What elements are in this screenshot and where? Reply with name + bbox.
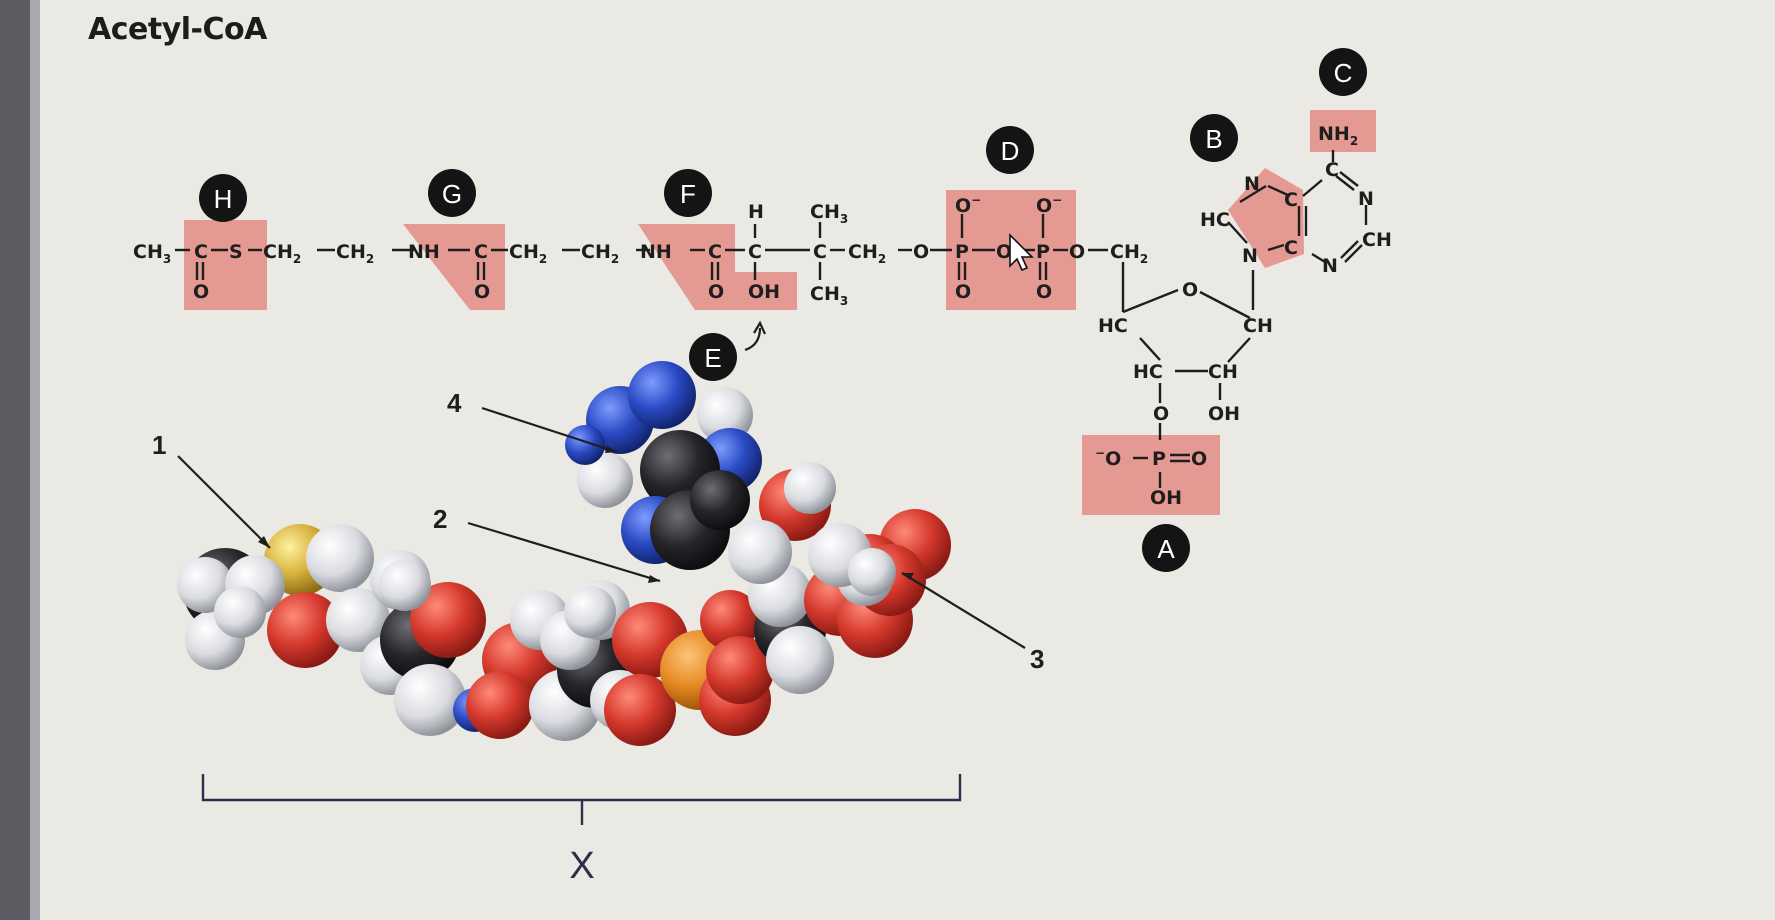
label-b: B xyxy=(1190,114,1238,162)
atom-ch2-c: CH2 xyxy=(509,241,547,266)
atom-s: S xyxy=(229,241,243,263)
atom-oh-a: OH xyxy=(1150,487,1182,509)
atom-hc-c3: HC xyxy=(1133,361,1163,383)
number-2: 2 xyxy=(433,504,447,534)
atom-o-bridge: O xyxy=(996,241,1012,263)
label-c: C xyxy=(1319,48,1367,96)
atom-ch-c1: CH xyxy=(1243,315,1273,337)
atom-c5: C xyxy=(1284,189,1298,211)
diagram-title: Acetyl-CoA xyxy=(88,12,267,47)
model-numbers: 1 2 3 4 xyxy=(152,388,1044,674)
formula-atoms: CH3 C S CH2 CH2 NH C CH2 CH2 NH C C C CH… xyxy=(133,123,1392,509)
atom-o-amide-g: O xyxy=(474,281,490,303)
atom-ch2-e: CH2 xyxy=(848,241,886,266)
svg-text:D: D xyxy=(1001,136,1020,166)
highlight-amide-g xyxy=(403,224,505,310)
bracket xyxy=(201,774,962,802)
atom-h-chiral: H xyxy=(748,201,764,223)
atom-hc-c4: HC xyxy=(1098,315,1128,337)
bracket-label-x: X xyxy=(569,845,594,887)
atom-c-chiral: C xyxy=(748,241,762,263)
atom-n9: N xyxy=(1242,245,1258,267)
atom-ch3-acetyl: CH3 xyxy=(133,241,171,266)
atom-nh-g: NH xyxy=(408,241,440,263)
atom-o-minus-2: O− xyxy=(1036,193,1062,217)
atom-o-a-double: O xyxy=(1191,448,1207,470)
svg-text:B: B xyxy=(1205,124,1222,154)
label-e: E xyxy=(689,333,737,381)
svg-text:G: G xyxy=(442,179,462,209)
atom-o-thioester: O xyxy=(193,281,209,303)
space-filling-model xyxy=(177,361,951,746)
atom-ch-c2-adenine: CH xyxy=(1362,229,1392,251)
atom-o-ribose-link: O xyxy=(1069,241,1085,263)
atom-oh-e: OH xyxy=(748,281,780,303)
atom-o-minus-1: O− xyxy=(955,193,981,217)
svg-text:F: F xyxy=(680,179,696,209)
highlight-phosphate-a xyxy=(1082,435,1220,515)
atom-oh-c2: OH xyxy=(1208,403,1240,425)
highlight-hydroxyl-e xyxy=(735,272,797,310)
pointer-2 xyxy=(467,521,661,583)
svg-text:A: A xyxy=(1157,534,1175,564)
atom-c4: C xyxy=(1284,237,1298,259)
atom-n1: N xyxy=(1358,188,1374,210)
atom-p1: P xyxy=(955,241,969,263)
atom-c-amide-g: C xyxy=(474,241,488,263)
atom-c-amide-f: C xyxy=(708,241,722,263)
mouse-cursor-icon xyxy=(1009,233,1034,272)
atom-ch2-a: CH2 xyxy=(263,241,301,266)
atom-n7: N xyxy=(1244,173,1260,195)
atom-nh2: NH2 xyxy=(1318,123,1358,148)
bond-lines xyxy=(175,150,1368,488)
atom-ch-c2: CH xyxy=(1208,361,1238,383)
atom-o-p1-double: O xyxy=(955,281,971,303)
atom-o-c3: O xyxy=(1153,403,1169,425)
atom-o-amide-f: O xyxy=(708,281,724,303)
atom-o-minus-a: −O xyxy=(1095,446,1121,470)
number-4: 4 xyxy=(447,388,462,418)
atom-n3: N xyxy=(1322,255,1338,277)
atom-o-ester: O xyxy=(913,241,929,263)
label-f: F xyxy=(664,169,712,217)
atom-p-a: P xyxy=(1152,448,1166,470)
atom-ch3-top: CH3 xyxy=(810,201,848,226)
pointer-1 xyxy=(177,455,271,549)
atom-c-quaternary: C xyxy=(813,241,827,263)
atom-ch3-bottom: CH3 xyxy=(810,283,848,308)
atom-c6: C xyxy=(1325,159,1339,181)
model-pointers xyxy=(177,406,1026,649)
arrow-e-head xyxy=(753,320,767,335)
pointer-4 xyxy=(481,406,618,454)
label-h: H xyxy=(199,174,247,222)
atom-p2: P xyxy=(1036,241,1050,263)
svg-text:C: C xyxy=(1334,58,1353,88)
highlight-amine-c xyxy=(1310,110,1376,152)
arrow-e xyxy=(744,327,762,352)
screen-edge xyxy=(0,0,30,920)
atom-nh-f: NH xyxy=(640,241,672,263)
atom-ch2-d: CH2 xyxy=(581,241,619,266)
atom-ch2-ribose: CH2 xyxy=(1110,241,1148,266)
label-d: D xyxy=(986,126,1034,174)
screen-edge-bevel xyxy=(30,0,40,920)
number-1: 1 xyxy=(152,430,166,460)
atom-o-ribose-ring: O xyxy=(1182,279,1198,301)
label-g: G xyxy=(428,169,476,217)
atom-hc-c8: HC xyxy=(1200,209,1230,231)
highlight-regions xyxy=(184,110,1376,515)
label-a: A xyxy=(1142,524,1190,572)
pointer-3 xyxy=(901,572,1026,649)
highlight-amide-f xyxy=(638,224,735,310)
svg-text:E: E xyxy=(704,343,721,373)
atom-ch2-b: CH2 xyxy=(336,241,374,266)
atom-o-p2-double: O xyxy=(1036,281,1052,303)
label-circles: H G F D B C E xyxy=(199,48,1367,572)
svg-text:H: H xyxy=(214,184,233,214)
model-pointer-heads xyxy=(258,446,914,583)
number-3: 3 xyxy=(1030,644,1044,674)
atom-c-thioester: C xyxy=(194,241,208,263)
